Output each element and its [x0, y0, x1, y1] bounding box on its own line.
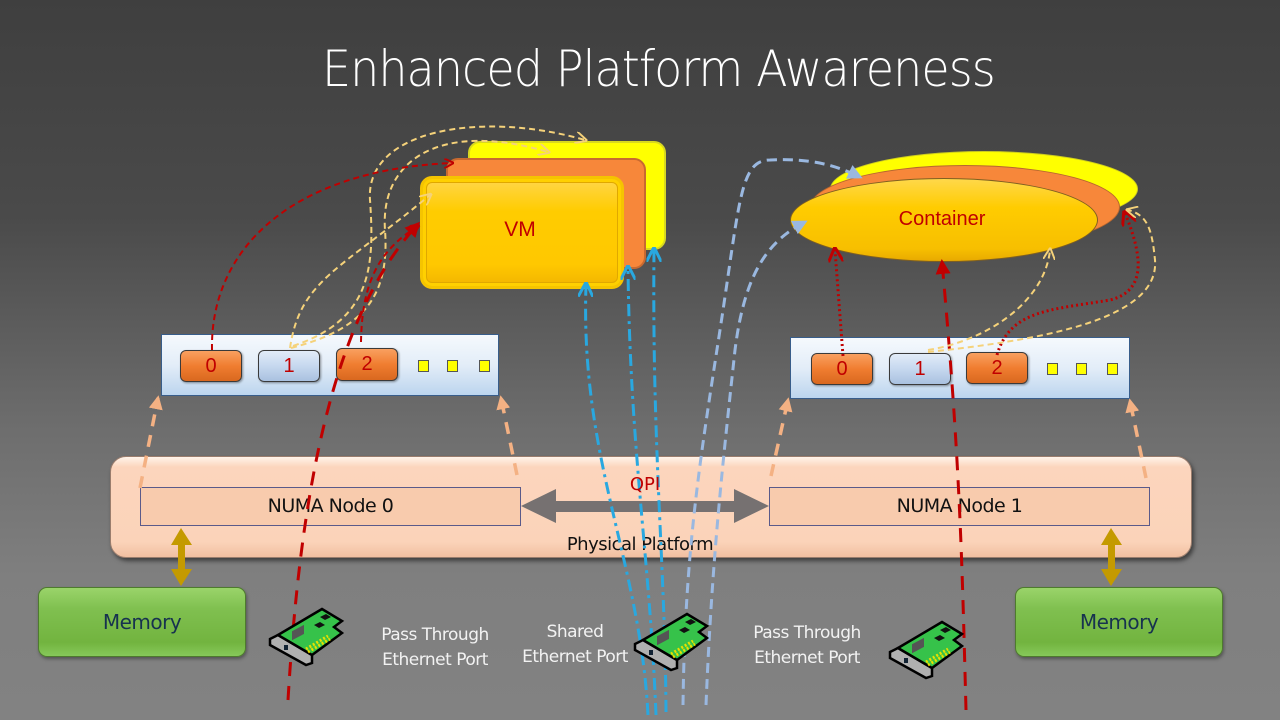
cpu-pinning-path-container — [927, 210, 1157, 353]
cpu-core-2: 2 — [966, 352, 1028, 384]
more-cores-indicator — [418, 360, 429, 372]
more-cores-indicator — [1047, 363, 1058, 375]
label-line: Ethernet Port — [382, 650, 488, 670]
label-line: Pass Through — [381, 625, 489, 645]
passthrough-port-right-label: Pass Through Ethernet Port — [732, 621, 882, 671]
memory-link-left — [171, 528, 192, 586]
cpu-pinning-path — [289, 195, 430, 349]
cpu-core-0: 0 — [811, 353, 873, 385]
slide-title: Enhanced Platform Awareness — [321, 40, 996, 98]
shared-port-path-container — [681, 158, 863, 706]
more-cores-indicator — [1076, 363, 1087, 375]
container-label: Container — [898, 208, 986, 230]
passthrough-path — [210, 163, 452, 351]
cpu-core-0: 0 — [180, 350, 242, 382]
physical-platform-label: Physical Platform — [566, 534, 714, 555]
cpu-pinning-path-container — [927, 250, 1050, 351]
memory-link-right — [1101, 528, 1122, 586]
label-line: Shared — [546, 622, 604, 642]
label-line: Pass Through — [753, 623, 861, 643]
cpu-pinning-path — [292, 125, 585, 347]
more-cores-indicator — [447, 360, 458, 372]
passthrough-port-left-label: Pass Through Ethernet Port — [360, 623, 510, 673]
passthrough-path — [360, 226, 418, 343]
numa-link-arrow — [769, 397, 793, 477]
numa-link-arrow — [138, 395, 163, 489]
numa-link-arrow — [496, 395, 519, 476]
passthrough-port-path-container — [935, 259, 968, 711]
more-cores-indicator — [1107, 363, 1118, 375]
shared-port-path-container — [704, 220, 808, 706]
passthrough-port-path-vm — [286, 221, 421, 701]
numa-link-arrow — [1125, 398, 1148, 479]
cpu-pinning-path-container — [835, 250, 845, 357]
cpu-pinning-path-container — [995, 213, 1140, 356]
qpi-arrow — [521, 489, 769, 523]
qpi-label: QPI — [629, 474, 661, 495]
cpu-core-2: 2 — [336, 348, 398, 381]
vm-label: VM — [504, 218, 536, 241]
ethernet-card-icon — [633, 612, 709, 672]
label-line: Ethernet Port — [754, 648, 860, 668]
memory-right: Memory — [1015, 587, 1223, 657]
more-cores-indicator — [479, 360, 490, 372]
cpu-core-1: 1 — [258, 350, 320, 382]
ethernet-card-icon — [888, 620, 964, 680]
cpu-pinning-path — [290, 139, 548, 349]
label-line: Ethernet Port — [522, 647, 628, 667]
memory-left: Memory — [38, 587, 246, 657]
vm-instance-front — [420, 176, 624, 289]
shared-port-label: Shared Ethernet Port — [510, 620, 640, 670]
ethernet-card-icon — [268, 607, 344, 667]
cpu-core-bar-left: 0 1 2 — [161, 334, 499, 396]
numa-node-0: NUMA Node 0 — [140, 487, 521, 526]
